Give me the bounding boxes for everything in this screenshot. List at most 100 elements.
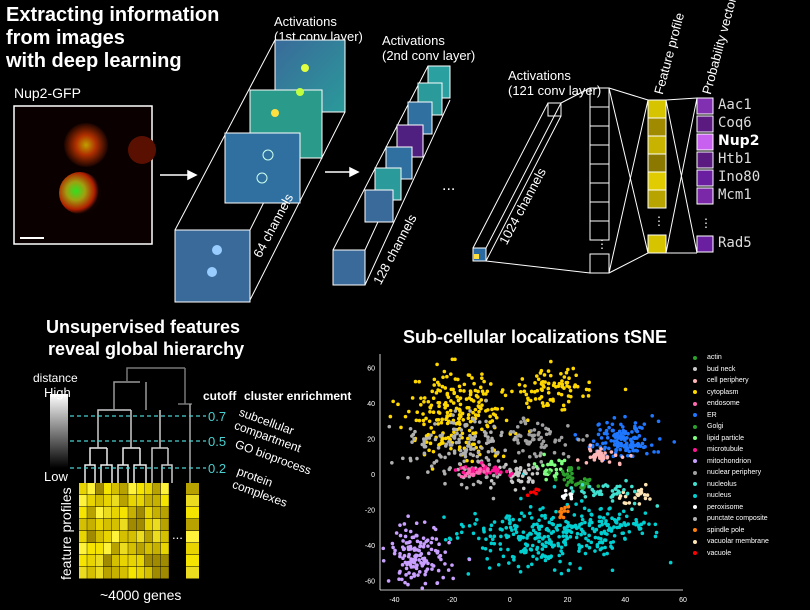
tsne-point	[536, 525, 541, 530]
tsne-point	[610, 516, 614, 520]
feature-profile-column	[647, 97, 698, 254]
tsne-point	[464, 486, 469, 490]
heatmap-cell	[128, 555, 136, 567]
tsne-point	[614, 520, 619, 525]
tsne-point	[423, 581, 428, 586]
genes-label: ~4000 genes	[100, 587, 182, 603]
tsne-point	[546, 390, 551, 395]
tsne-point	[601, 484, 606, 488]
tsne-point	[650, 413, 655, 418]
tsne-point	[466, 413, 471, 417]
y-tick-label: 20	[367, 437, 375, 444]
tsne-point	[526, 476, 531, 480]
tsne-point	[402, 546, 407, 551]
tsne-point	[474, 517, 479, 522]
tsne-point	[507, 561, 511, 565]
tsne-point	[471, 417, 475, 421]
tsne-point	[492, 541, 497, 546]
tsne-point	[473, 419, 477, 424]
tsne-point	[521, 448, 525, 453]
tsne-point	[529, 548, 534, 552]
ellipsis: ...	[442, 177, 455, 194]
tsne-point	[518, 434, 523, 438]
conv1-block	[174, 39, 346, 303]
tsne-point	[530, 472, 535, 476]
tsne-point	[423, 444, 428, 449]
tsne-point	[556, 523, 560, 528]
tsne-point	[421, 418, 426, 423]
tsne-point	[526, 396, 530, 401]
tsne-point	[580, 514, 584, 518]
tsne-point	[569, 486, 574, 490]
tsne-point	[457, 445, 462, 449]
tsne-point	[557, 458, 561, 463]
tsne-point	[600, 522, 604, 527]
legend-marker	[693, 401, 697, 406]
tsne-point	[640, 426, 644, 430]
heatmap-cell	[79, 495, 87, 507]
tsne-point	[417, 379, 421, 384]
cutoff-value-07: 0.7	[208, 409, 227, 424]
tsne-point	[561, 403, 566, 408]
tsne-point	[605, 455, 610, 460]
legend-marker	[693, 505, 697, 510]
tsne-point	[529, 516, 534, 520]
tsne-point	[584, 460, 589, 465]
tsne-point	[557, 438, 562, 443]
tsne-point	[567, 376, 571, 381]
heatmap-cell	[111, 495, 120, 507]
tsne-point	[546, 534, 550, 539]
tsne-point	[486, 438, 490, 442]
tsne-point	[600, 458, 604, 463]
tsne-point	[565, 483, 569, 487]
tsne-point	[440, 384, 445, 389]
tsne-point	[411, 557, 415, 562]
heatmap-cell	[144, 483, 153, 495]
title-line: from images	[6, 27, 125, 49]
tsne-point	[620, 531, 624, 536]
tsne-point	[504, 418, 509, 423]
tsne-point	[435, 362, 439, 367]
tsne-point	[605, 512, 610, 516]
tsne-point	[624, 478, 628, 483]
heatmap-cell	[152, 507, 161, 519]
tsne-point	[543, 554, 547, 559]
tsne-point	[540, 423, 545, 427]
tsne-point	[404, 528, 408, 533]
tsne-point	[522, 550, 527, 555]
tsne-point	[576, 437, 581, 442]
tsne-point	[447, 536, 452, 541]
heatmap-cell	[120, 567, 128, 579]
tsne-point	[617, 516, 621, 521]
tsne-point	[443, 550, 448, 554]
tsne-point	[506, 547, 510, 552]
tsne-point	[537, 539, 541, 544]
tsne-point	[612, 416, 617, 420]
heatmap-cell	[111, 519, 120, 531]
tsne-point	[582, 477, 587, 481]
tsne-point	[610, 499, 615, 503]
tsne-point	[443, 537, 448, 542]
tsne-point	[612, 443, 617, 447]
tsne-point	[461, 524, 465, 529]
tsne-point	[575, 458, 580, 462]
tsne-point	[445, 415, 449, 419]
tsne-point	[587, 387, 591, 392]
tsne-point	[498, 547, 503, 552]
tsne-point	[449, 420, 453, 425]
tsne-point	[597, 453, 602, 458]
tsne-point	[588, 455, 593, 460]
enrichment-header: cluster enrichment	[244, 389, 352, 403]
tsne-point	[421, 536, 426, 540]
tsne-point	[451, 427, 456, 432]
tsne-point	[454, 440, 459, 445]
y-tick-label: 40	[367, 401, 375, 408]
heatmap-cell	[186, 495, 199, 507]
tsne-point	[413, 429, 417, 434]
heatmap-cell	[152, 543, 161, 555]
tsne-point	[401, 539, 405, 543]
tsne-point	[467, 405, 471, 410]
tsne-point	[563, 443, 568, 447]
tsne-point	[565, 475, 570, 480]
